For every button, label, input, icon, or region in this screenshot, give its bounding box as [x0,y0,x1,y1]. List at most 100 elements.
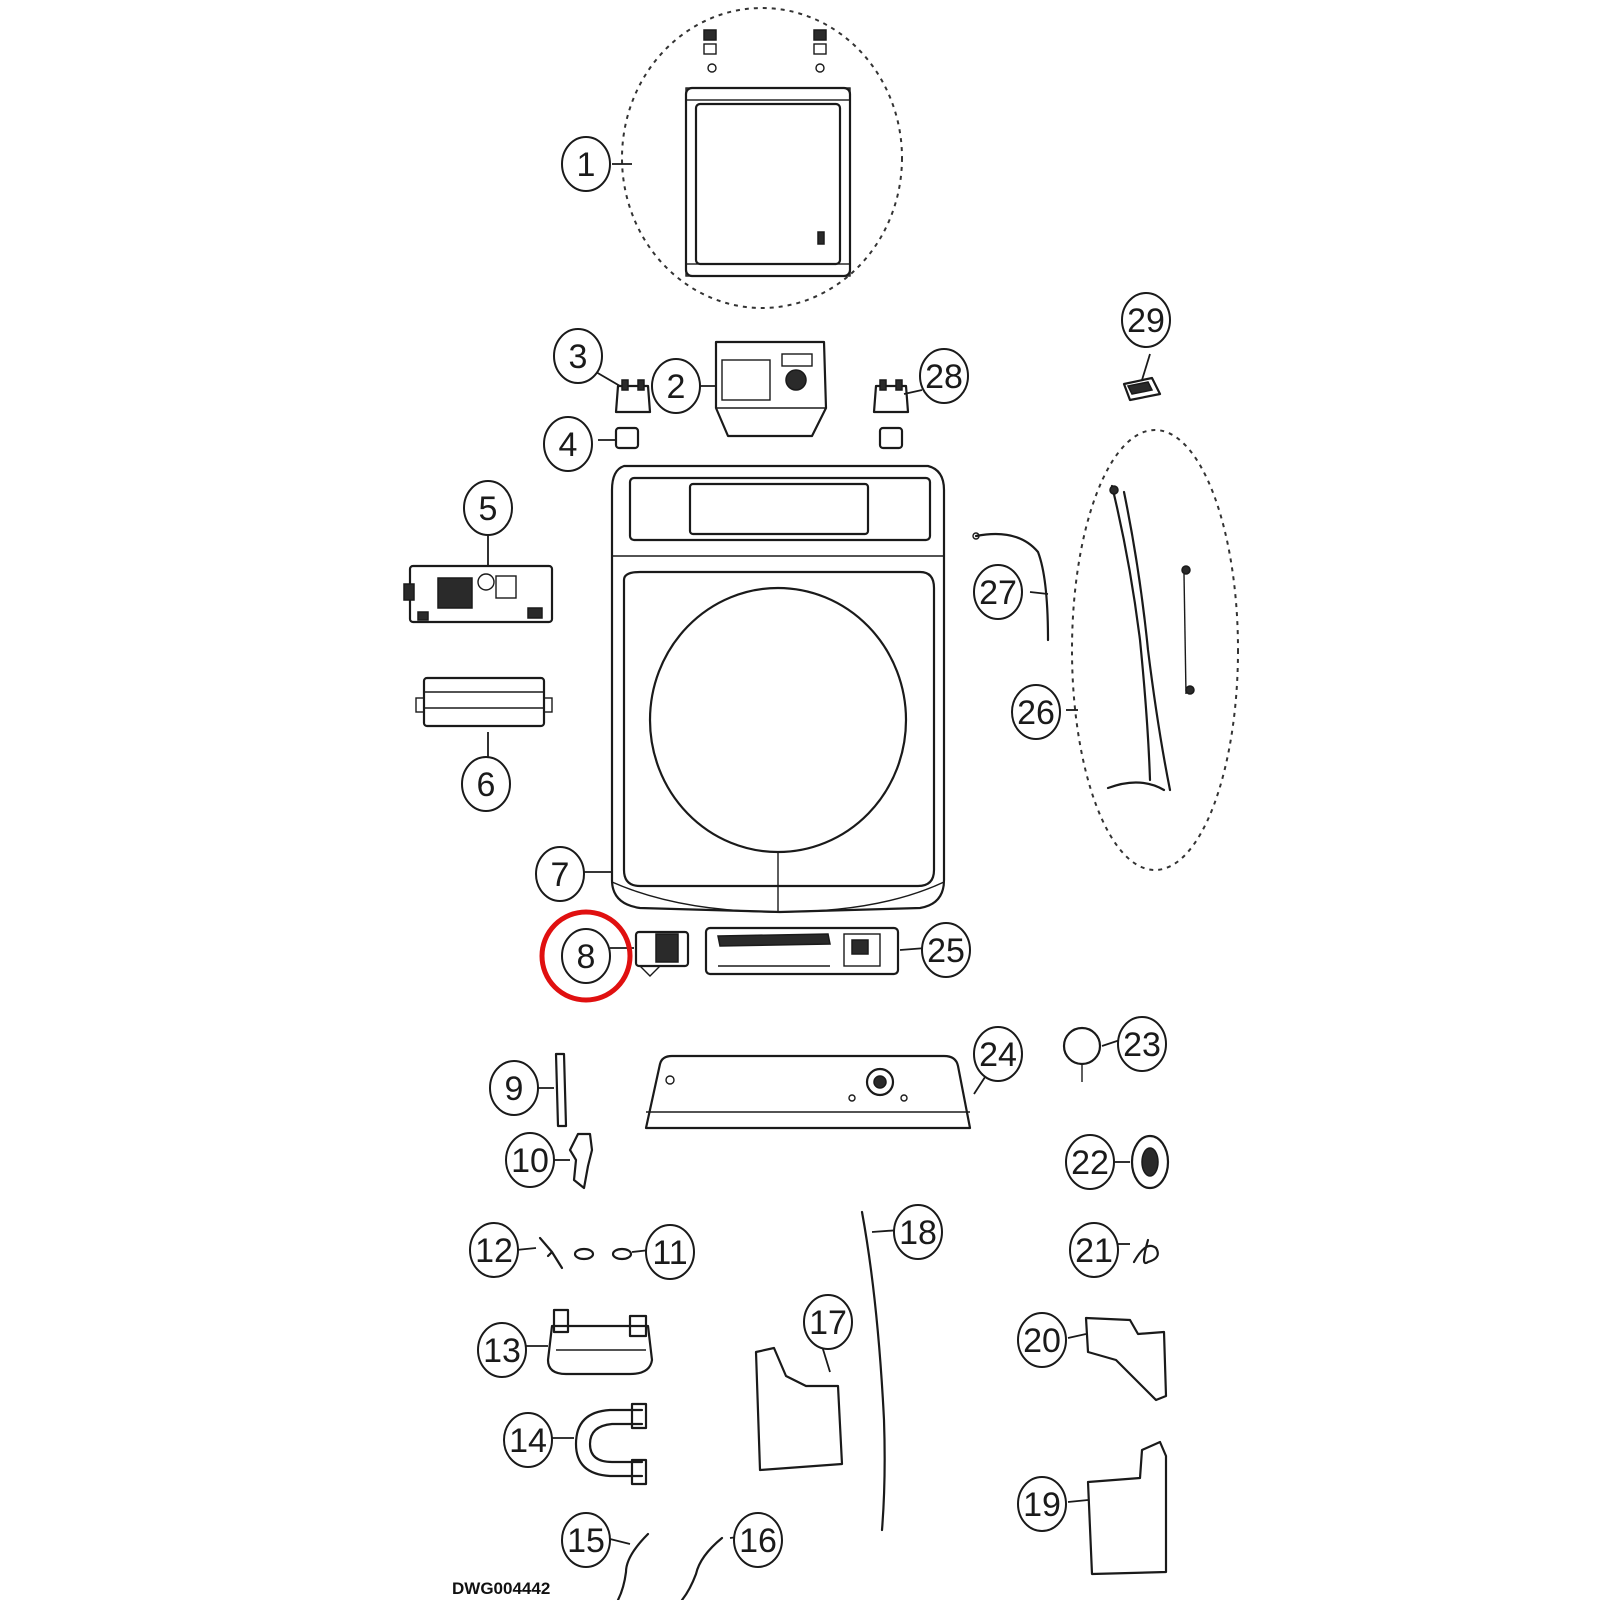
callout-circle [461,756,511,812]
callout-26: 26 [1011,684,1061,740]
callout-label: 13 [483,1332,521,1370]
callout-label: 23 [1123,1026,1161,1064]
switch-module-drawing [634,930,690,977]
callout-circle [469,1222,519,1278]
callout-circle [553,328,603,384]
wire-strip-drawing [860,1210,886,1532]
callout-circle [1017,1476,1067,1532]
bracket-strip-drawing [554,1052,568,1128]
callout-9: 9 [489,1060,539,1116]
callout-label: 25 [927,932,965,970]
callout-28: 28 [919,348,969,404]
control-board-drawing [403,564,554,624]
callout-circle [645,1224,695,1280]
leader-lines [487,163,1151,1545]
callout-4: 4 [543,416,593,472]
callout-circle [651,358,701,414]
callout-circle [803,1294,853,1350]
callout-label: 21 [1075,1232,1113,1270]
control-panel-front-drawing [644,1054,972,1130]
callout-circle [733,1512,783,1568]
callout-circle [505,1132,555,1188]
callout-circle [1065,1134,1115,1190]
callout-8: 8 [561,928,611,984]
callout-label: 19 [1023,1486,1061,1524]
callout-20: 20 [1017,1312,1067,1368]
callout-circle [1069,1222,1119,1278]
callout-circle [503,1412,553,1468]
callout-circle [921,922,971,978]
callout-circle [489,1060,539,1116]
callout-16: 16 [733,1512,783,1568]
hose-b-drawing [680,1536,724,1600]
callout-label: 29 [1127,302,1165,340]
callout-label: 11 [652,1234,687,1272]
callout-15: 15 [561,1512,611,1568]
callout-14: 14 [503,1412,553,1468]
callout-label: 4 [559,426,578,464]
callout-circle [973,1026,1023,1082]
callout-label: 1 [577,146,596,184]
pressure-sensor-drawing [1062,1026,1102,1082]
washer-b-drawing [611,1247,633,1261]
callout-24: 24 [973,1026,1023,1082]
callout-label: 15 [567,1522,605,1560]
callout-circle [1011,684,1061,740]
callout-circle [973,564,1023,620]
callout-circle [477,1322,527,1378]
callout-label: 28 [925,358,963,396]
wire-harness-drawing [1106,484,1195,792]
sensor-cable-drawing [972,532,1050,642]
callout-7: 7 [535,846,585,902]
callout-10: 10 [505,1132,555,1188]
callout-5: 5 [463,480,513,536]
callout-23: 23 [1117,1016,1167,1072]
callout-22: 22 [1065,1134,1115,1190]
callout-label: 16 [739,1522,777,1560]
corner-bracket-lower-drawing [1086,1440,1168,1576]
hinge-cap-left-drawing [614,426,640,450]
lid-group-boundary [621,7,903,309]
top-cover-drawing [610,464,946,914]
callout-circle [463,480,513,536]
hose-a-drawing [616,1532,650,1600]
callout-label: 2 [667,368,686,406]
callout-11: 11 [645,1224,695,1280]
callout-label: 20 [1023,1322,1061,1360]
drawing-number: DWG004442 [452,1579,550,1598]
lid-lock-lever-drawing [568,1132,594,1190]
callout-label: 10 [511,1142,549,1180]
callout-18: 18 [893,1204,943,1260]
callout-circle [535,846,585,902]
callout-3: 3 [553,328,603,384]
callout-6: 6 [461,756,511,812]
callout-13: 13 [477,1322,527,1378]
clip-drawing [538,1236,564,1270]
callout-label: 12 [475,1232,513,1270]
callout-label: 9 [505,1070,524,1108]
callout-circle [561,136,611,192]
callout-circle [1017,1312,1067,1368]
callout-29: 29 [1121,292,1171,348]
callout-label: 27 [979,574,1017,612]
callout-21: 21 [1069,1222,1119,1278]
corner-bracket-upper-drawing [1084,1316,1168,1402]
hinge-right-drawing [872,379,910,414]
callout-19: 19 [1017,1476,1067,1532]
callout-label: 14 [509,1422,547,1460]
callout-label: 8 [577,938,596,976]
callout-circle [1117,1016,1167,1072]
callout-label: 22 [1071,1144,1109,1182]
callout-label: 6 [477,766,496,804]
highlight-ring [539,909,633,1003]
detergent-dispenser-drawing [714,340,828,438]
callout-27: 27 [973,564,1023,620]
callout-17: 17 [803,1294,853,1350]
inlet-hose-drawing [574,1402,648,1486]
washer-a-drawing [573,1247,595,1261]
callout-label: 26 [1017,694,1055,732]
callout-circle [893,1204,943,1260]
callout-label: 17 [809,1304,847,1342]
harness-group-boundary [1071,429,1239,871]
